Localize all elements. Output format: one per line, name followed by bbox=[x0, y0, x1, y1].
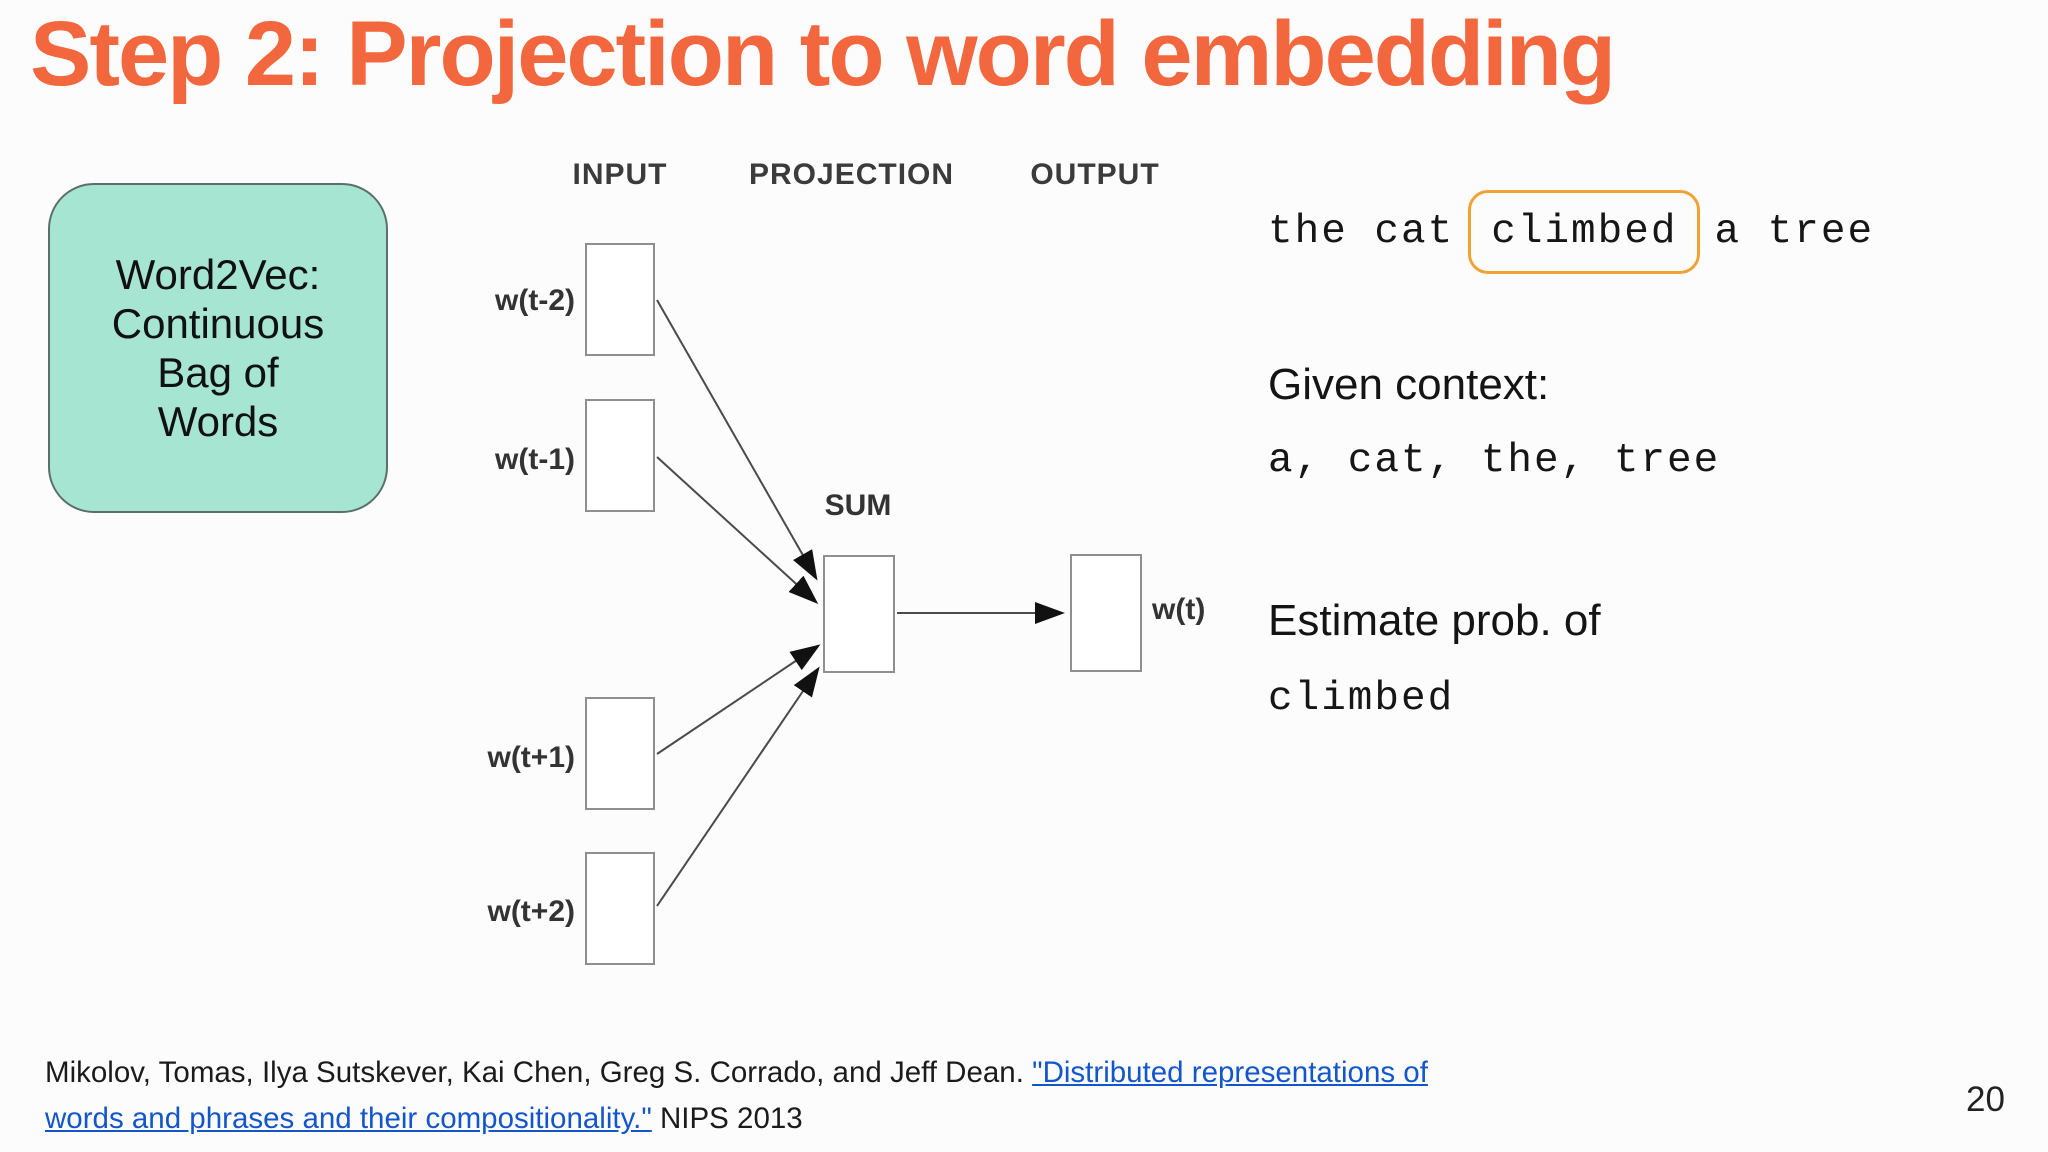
arrow-wt-plus-1-to-sum bbox=[656, 644, 821, 755]
target-word-highlight-box: climbed bbox=[1468, 190, 1701, 274]
citation: Mikolov, Tomas, Ilya Sutskever, Kai Chen… bbox=[45, 1050, 1945, 1142]
word2vec-callout: Word2Vec: Continuous Bag of Words bbox=[48, 183, 388, 513]
citation-link-part-2[interactable]: words and phrases and their compositiona… bbox=[45, 1102, 652, 1135]
arrow-wt-minus-2-to-sum bbox=[656, 299, 818, 581]
input-box-wt-plus-1 bbox=[585, 697, 655, 810]
input-label-wt-minus-2: w(t-2) bbox=[495, 284, 575, 317]
output-label-wt: w(t) bbox=[1152, 593, 1206, 626]
slide-title: Step 2: Projection to word embedding bbox=[30, 3, 1616, 105]
context-words: a, cat, the, tree bbox=[1268, 438, 1721, 484]
callout-line: Continuous bbox=[111, 300, 325, 347]
citation-line-1: Mikolov, Tomas, Ilya Sutskever, Kai Chen… bbox=[45, 1050, 1945, 1096]
citation-line-2: words and phrases and their compositiona… bbox=[45, 1096, 1945, 1142]
callout-line: Word2Vec: bbox=[115, 251, 321, 298]
sentence-highlight-word: climbed bbox=[1491, 209, 1678, 255]
estimate-target-word: climbed bbox=[1268, 676, 1455, 722]
example-sentence: the cat climbed a tree bbox=[1268, 186, 1874, 278]
callout-line: Words bbox=[157, 398, 279, 445]
sum-label: SUM bbox=[824, 489, 892, 522]
input-box-wt-minus-2 bbox=[585, 243, 655, 356]
callout-line: Bag of bbox=[157, 349, 279, 396]
citation-link-part-1[interactable]: "Distributed representations of bbox=[1032, 1056, 1428, 1089]
arrow-wt-plus-2-to-sum bbox=[656, 666, 820, 907]
page-number: 20 bbox=[1966, 1080, 2005, 1119]
citation-venue: NIPS 2013 bbox=[651, 1102, 803, 1135]
input-label-wt-plus-1: w(t+1) bbox=[487, 741, 575, 774]
diagram-header-output: OUTPUT bbox=[1030, 158, 1160, 191]
diagram-header-input: INPUT bbox=[572, 158, 668, 191]
given-context-heading: Given context: bbox=[1268, 360, 1550, 409]
sentence-after: a tree bbox=[1714, 209, 1875, 255]
arrow-wt-minus-1-to-sum bbox=[656, 456, 819, 605]
diagram-header-projection: PROJECTION bbox=[749, 158, 955, 191]
projection-sum-box bbox=[823, 555, 895, 673]
input-box-wt-minus-1 bbox=[585, 399, 655, 512]
input-label-wt-plus-2: w(t+2) bbox=[487, 895, 575, 928]
input-label-wt-minus-1: w(t-1) bbox=[495, 443, 575, 476]
sentence-before: the cat bbox=[1268, 209, 1455, 255]
output-box bbox=[1070, 554, 1142, 672]
input-box-wt-plus-2 bbox=[585, 852, 655, 965]
estimate-prob-heading: Estimate prob. of bbox=[1268, 596, 1601, 645]
citation-authors: Mikolov, Tomas, Ilya Sutskever, Kai Chen… bbox=[45, 1056, 1033, 1089]
